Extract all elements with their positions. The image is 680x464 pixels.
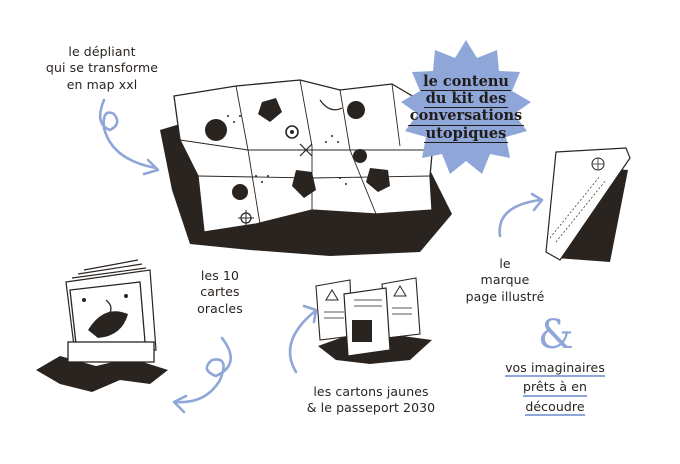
label-line: cartes (200, 284, 240, 300)
swirl-arrow-icon (142, 158, 160, 176)
label-line: oracles (197, 300, 243, 316)
bookmark-illustration (545, 147, 631, 262)
label-cartes: les 10 cartes oracles (180, 268, 260, 317)
label-line: page illustré (465, 288, 545, 304)
label-line: prêts à en (522, 380, 588, 397)
swirl-arrow-icon (174, 336, 232, 404)
label-marque-page: le marque page illustré (450, 256, 560, 305)
kit-title-badge: le contenu du kit des conversations utop… (396, 73, 536, 143)
swirl-arrow-icon (172, 394, 188, 414)
label-line: qui se transforme (45, 60, 159, 76)
cards-passport-illustration (315, 277, 432, 364)
label-line: les 10 (200, 268, 240, 283)
label-line: le dépliant (68, 44, 136, 59)
swirl-arrow-icon (288, 310, 316, 374)
swirl-arrow-icon (98, 98, 158, 170)
label-depliant: le dépliant qui se transforme en map xxl (32, 44, 172, 93)
swirl-arrow-icon (530, 192, 544, 212)
label-cartons: les cartons jaunes & le passeport 2030 (296, 384, 446, 417)
label-line: marque (480, 272, 530, 288)
label-line: les cartons jaunes (313, 384, 429, 399)
ampersand: & (538, 312, 574, 358)
label-line: & le passeport 2030 (306, 400, 436, 416)
swirl-arrow-icon (498, 198, 542, 238)
badge-line: du kit des (423, 90, 509, 109)
badge-burst (401, 40, 531, 174)
map-illustration (160, 79, 452, 256)
label-line: vos imaginaires (505, 360, 605, 378)
swirl-arrow-icon (302, 304, 318, 324)
badge-line: utopiques (423, 124, 509, 143)
label-line: découdre (525, 399, 585, 417)
label-line: en map xxl (66, 76, 138, 92)
badge-line: conversations (407, 107, 525, 126)
badge-line: le contenu (421, 73, 511, 92)
label-vos-imaginaires: vos imaginaires prêts à en découdre (490, 360, 620, 418)
card-deck-illustration (36, 259, 168, 392)
label-line: le (499, 256, 511, 271)
